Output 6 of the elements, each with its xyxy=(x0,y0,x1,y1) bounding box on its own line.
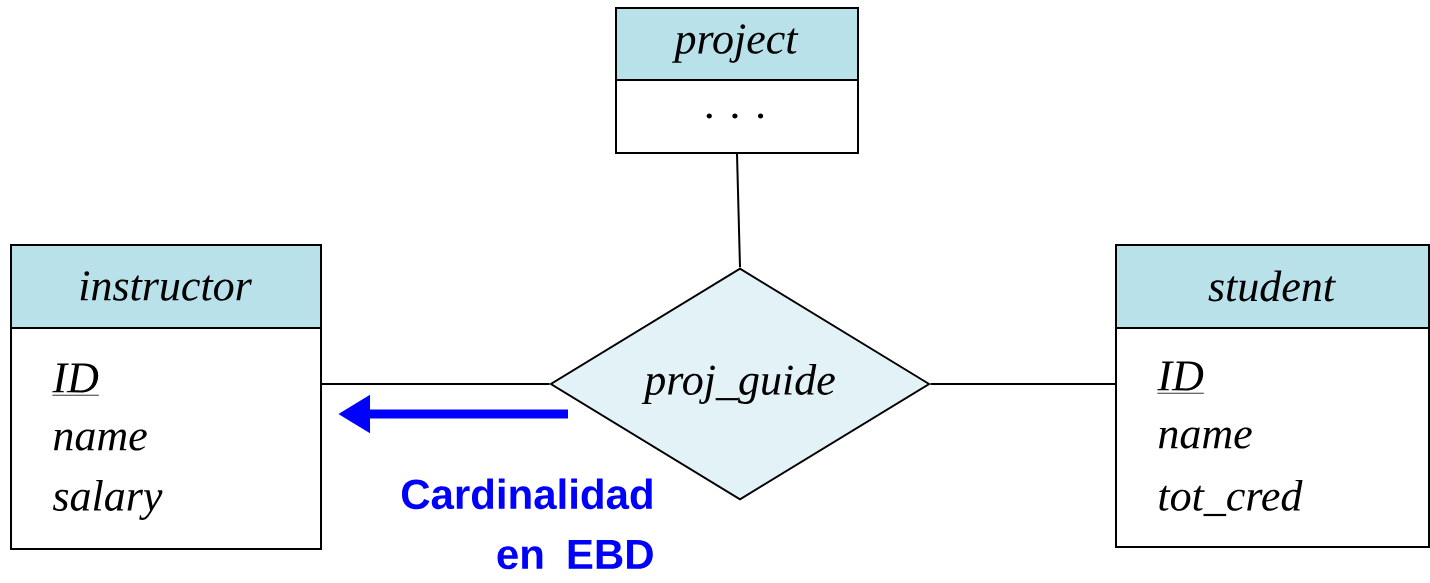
entity-box: student ID name tot_cred xyxy=(1114,244,1430,548)
connector-line xyxy=(929,383,1116,385)
entity-box: project . . . xyxy=(614,7,859,154)
entity-box: instructor ID name salary xyxy=(9,244,322,550)
connector-line xyxy=(736,153,741,269)
connector-line xyxy=(321,383,551,385)
